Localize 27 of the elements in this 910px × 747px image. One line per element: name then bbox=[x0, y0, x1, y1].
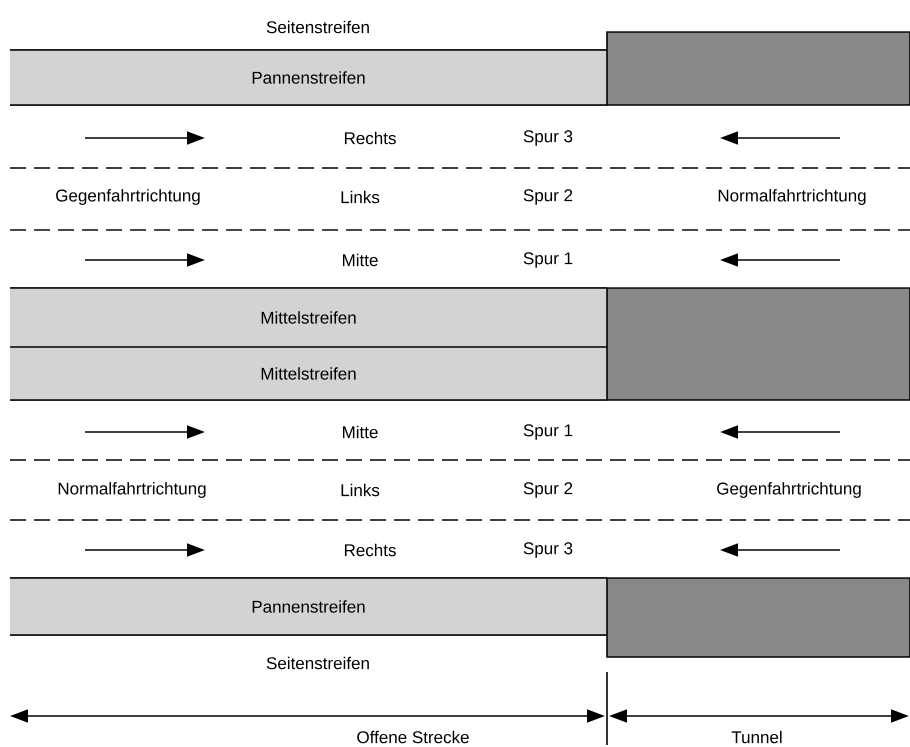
label-text: Links bbox=[342, 190, 380, 204]
label-text: Normalfahrtrichtung bbox=[58, 482, 206, 498]
label-text: Spur 2 bbox=[524, 482, 572, 498]
label-text: Spur 3 bbox=[524, 542, 572, 558]
tunnel-block bbox=[606, 31, 910, 106]
tunnel-block bbox=[606, 577, 910, 658]
label-text: Gegenfahrtrichtung bbox=[56, 189, 200, 205]
lane-strip: Pannenstreifen bbox=[10, 50, 607, 105]
label-text: Rechts bbox=[344, 132, 396, 144]
label-text: Spur 2 bbox=[524, 189, 572, 205]
label-text: Tunnel bbox=[732, 730, 782, 744]
label-text: Offene Strecke bbox=[357, 730, 469, 744]
label-text: Gegenfahrtrichtung bbox=[717, 482, 861, 498]
label-text: Rechts bbox=[344, 544, 396, 556]
label-text: Spur 1 bbox=[524, 424, 572, 440]
lane-strip: Pannenstreifen bbox=[10, 578, 607, 635]
label-text: Seitenstreifen bbox=[266, 20, 369, 34]
label-text: Normalfahrtrichtung bbox=[718, 189, 866, 205]
label-text: Seitenstreifen bbox=[266, 656, 369, 670]
label-text: Spur 3 bbox=[524, 130, 572, 146]
label-text: Mitte bbox=[342, 426, 378, 438]
label-text: Mitte bbox=[342, 254, 378, 266]
label-text: Spur 1 bbox=[524, 252, 572, 268]
label-text: Links bbox=[342, 484, 380, 496]
tunnel-block bbox=[606, 287, 910, 401]
lane-strip: Mittelstreifen bbox=[10, 347, 607, 400]
lane-strip: Mittelstreifen bbox=[10, 288, 607, 347]
